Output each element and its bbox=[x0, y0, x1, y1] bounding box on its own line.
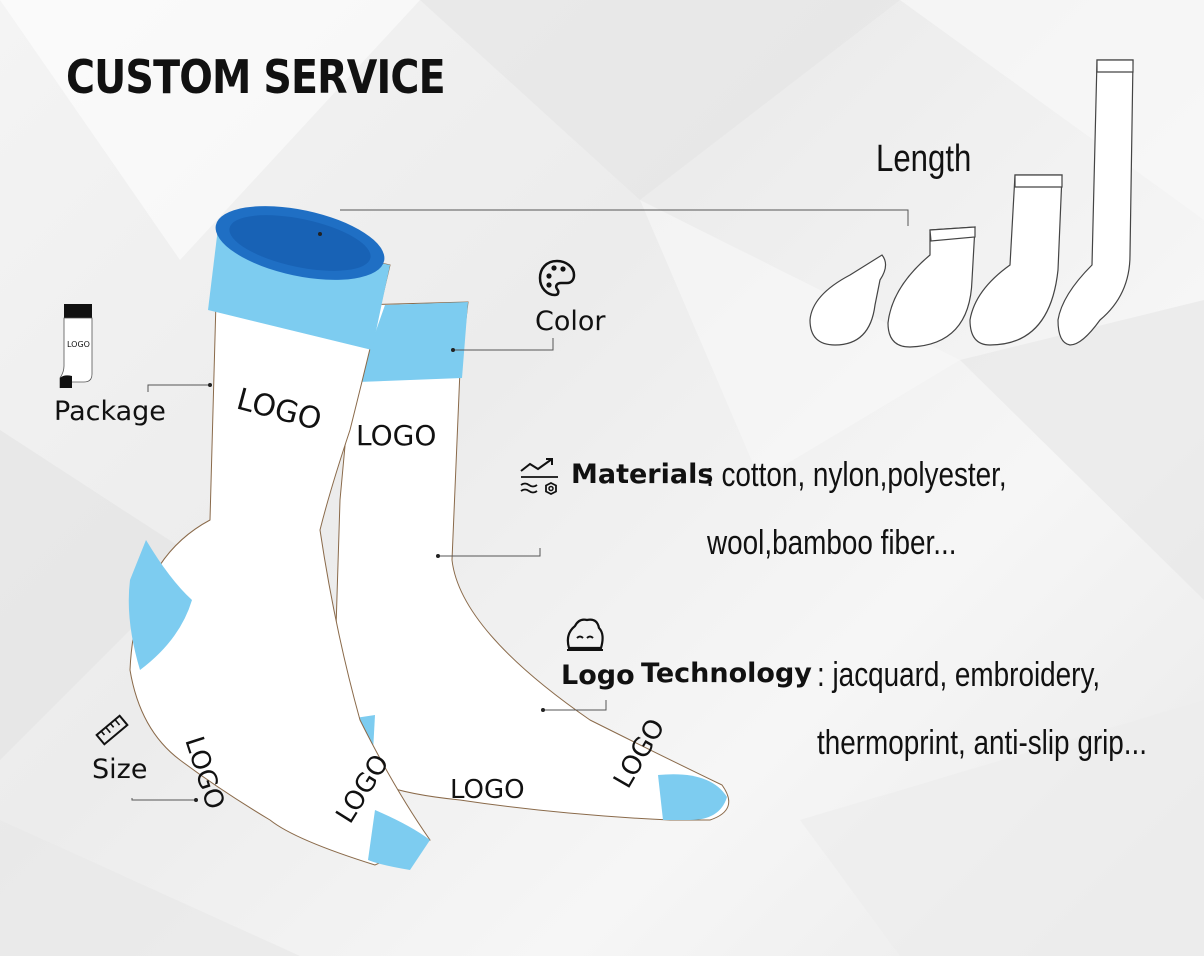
color-label: Color bbox=[535, 306, 606, 337]
palette-icon bbox=[538, 259, 576, 297]
materials-chart-icon bbox=[520, 458, 558, 496]
main-socks-illustration: LOGO LOGO LOGO LOGO LOGO LOGO bbox=[128, 206, 730, 870]
sock-logo-text-2: LOGO bbox=[356, 419, 436, 452]
materials-description-line2: wool,bamboo fiber... bbox=[707, 524, 957, 562]
materials-label: Materials bbox=[571, 459, 714, 490]
size-label: Size bbox=[92, 754, 148, 785]
length-label: Length bbox=[876, 138, 972, 180]
logo-description-line1: : jacquard, embroidery, bbox=[817, 656, 1101, 694]
materials-description-line1: : cotton, nylon,polyester, bbox=[706, 456, 1007, 494]
package-sock-icon: LOGO bbox=[59, 304, 93, 389]
sock-lengths-illustration bbox=[809, 59, 1134, 348]
svg-text:LOGO: LOGO bbox=[67, 340, 90, 349]
length-leader-line bbox=[340, 209, 909, 226]
technology-label: Technology bbox=[641, 658, 812, 689]
logo-description-line2: thermoprint, anti-slip grip... bbox=[817, 724, 1148, 762]
page-title: CUSTOM SERVICE bbox=[66, 50, 446, 104]
ruler-icon bbox=[95, 714, 129, 746]
face-icon bbox=[566, 618, 604, 651]
package-label: Package bbox=[54, 396, 166, 427]
sock-logo-text-5: LOGO bbox=[450, 775, 525, 805]
logo-label: Logo bbox=[561, 660, 635, 691]
